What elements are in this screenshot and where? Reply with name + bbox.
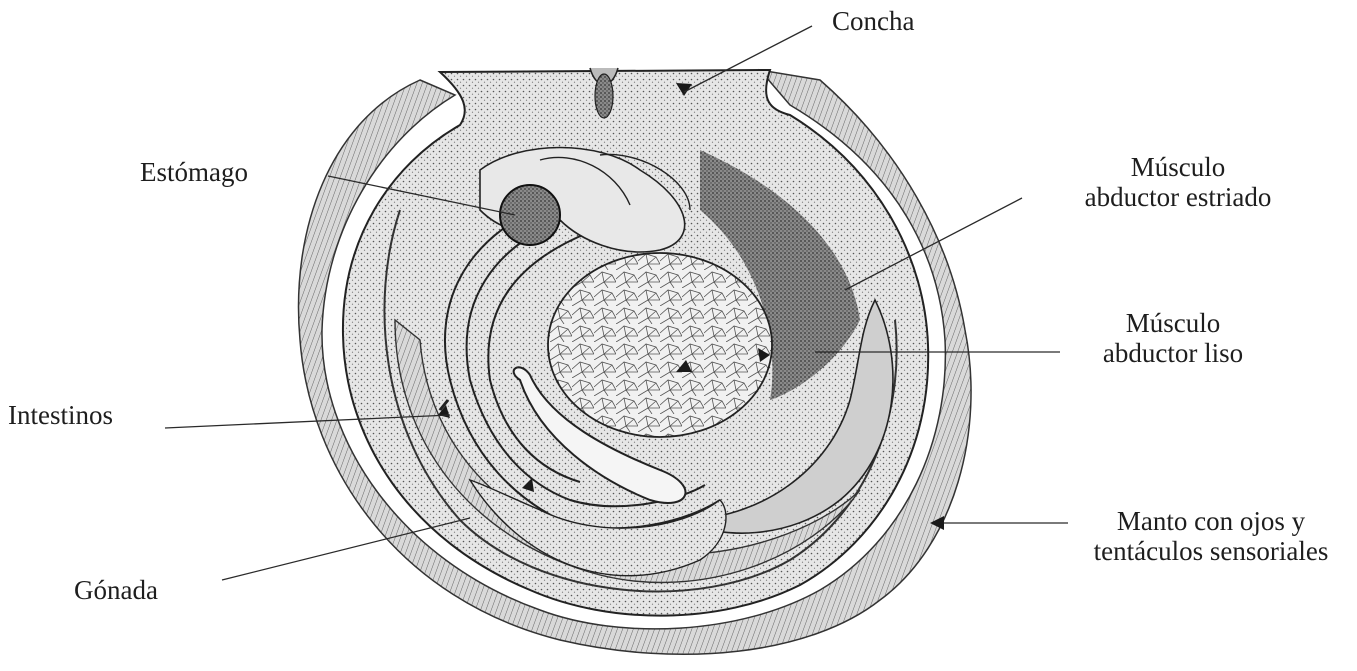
label-manto-line2: tentáculos sensoriales	[1070, 536, 1352, 566]
label-manto-line1: Manto con ojos y	[1070, 506, 1352, 536]
label-musculo-liso-line1: Músculo	[1078, 308, 1268, 338]
label-musculo-estriado-line1: Músculo	[1058, 152, 1298, 182]
label-musculo-abductor-liso: Músculo abductor liso	[1078, 308, 1268, 368]
label-musculo-estriado-line2: abductor estriado	[1058, 182, 1298, 212]
label-gonada: Gónada	[74, 575, 158, 605]
striated-adductor-muscle	[548, 253, 772, 437]
label-concha: Concha	[832, 6, 914, 36]
label-manto: Manto con ojos y tentáculos sensoriales	[1070, 506, 1352, 566]
label-musculo-liso-line2: abductor liso	[1078, 338, 1268, 368]
label-intestinos: Intestinos	[8, 400, 113, 430]
label-estomago: Estómago	[140, 157, 248, 187]
label-musculo-abductor-estriado: Músculo abductor estriado	[1058, 152, 1298, 212]
